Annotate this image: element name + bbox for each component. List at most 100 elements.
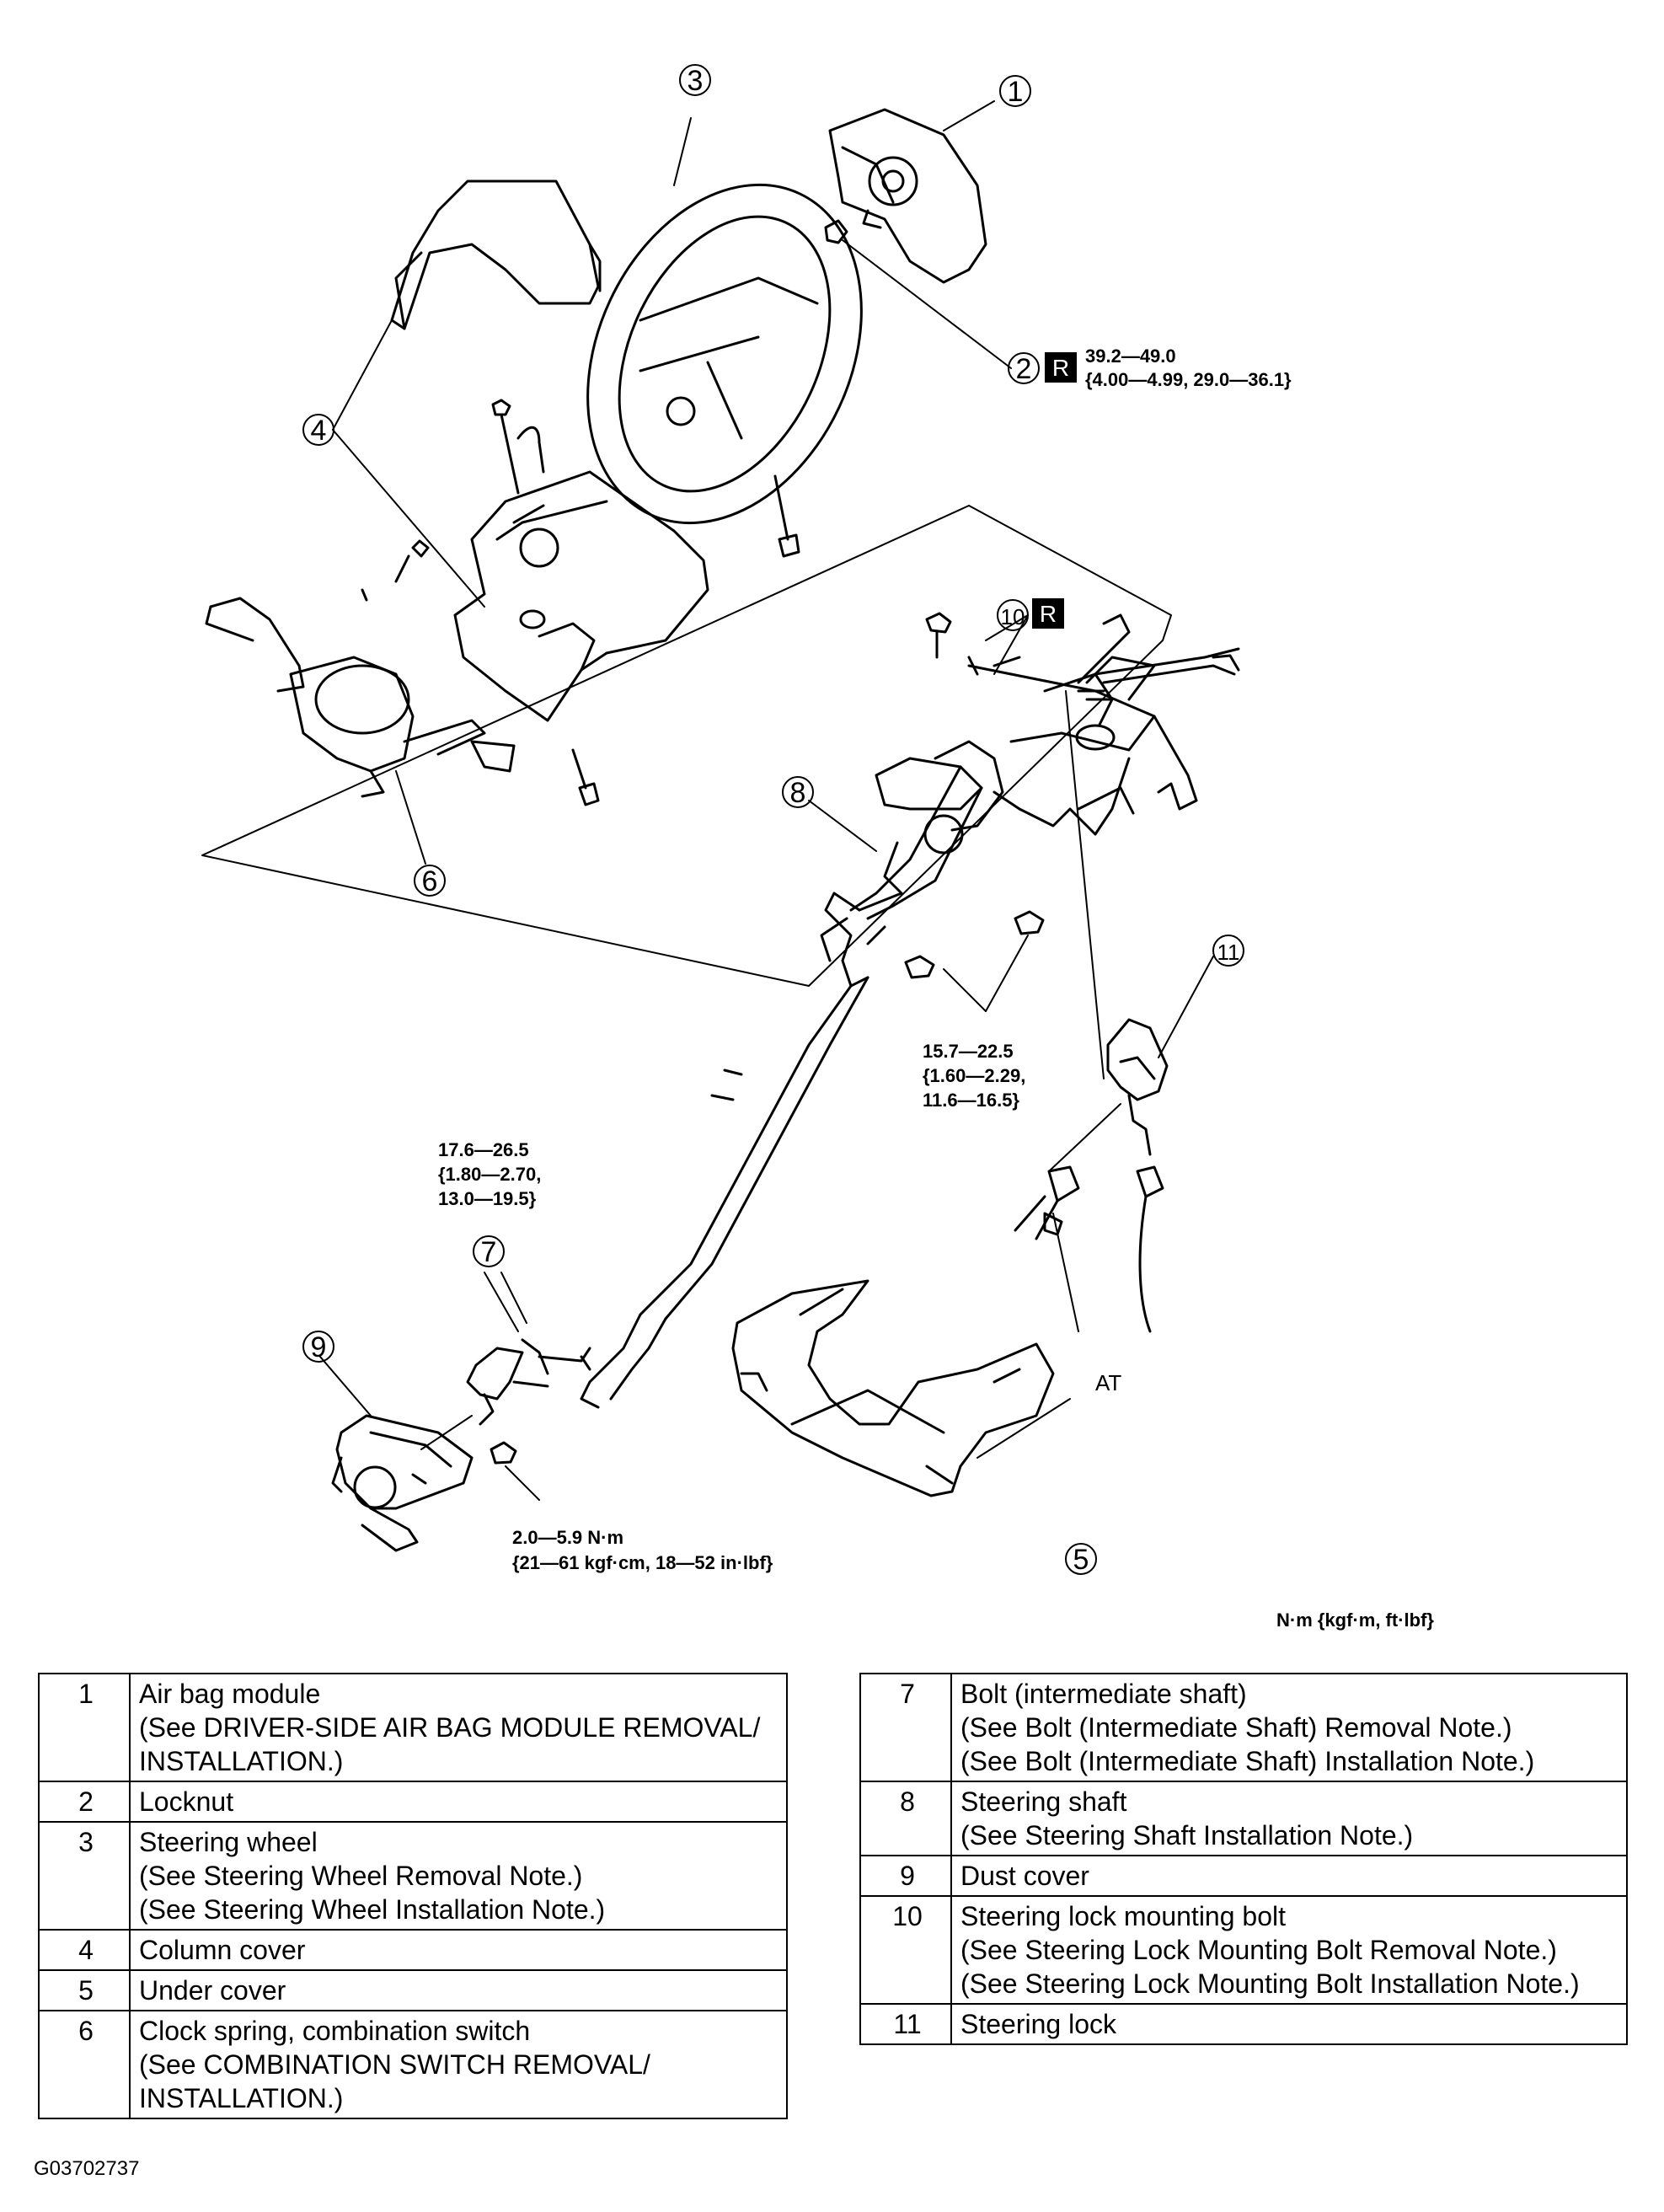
table-row: 2 Locknut — [38, 1781, 788, 1823]
svg-text:5: 5 — [1073, 1544, 1089, 1576]
description-line: Steering wheel — [139, 1827, 318, 1857]
part-description: Air bag module(See DRIVER-SIDE AIR BAG M… — [129, 1673, 788, 1782]
description-line: (See Steering Lock Mounting Bolt Install… — [960, 1968, 1580, 1999]
description-line: (See COMBINATION SWITCH REMOVAL/ — [139, 2049, 650, 2080]
part-description: Under cover — [129, 1969, 788, 2011]
part-number: 3 — [38, 1821, 131, 1931]
description-line: Steering lock mounting bolt — [960, 1901, 1286, 1931]
description-line: INSTALLATION.) — [139, 1746, 344, 1776]
part-number: 9 — [859, 1855, 952, 1897]
description-line: Under cover — [139, 1975, 286, 2006]
description-line: (See Steering Wheel Removal Note.) — [139, 1861, 583, 1891]
svg-text:{1.80—2.70,: {1.80—2.70, — [438, 1164, 541, 1185]
svg-text:2.0—5.9 N·m: 2.0—5.9 N·m — [512, 1527, 623, 1548]
steering-wheel — [586, 183, 863, 525]
bracket-nuts — [904, 910, 1045, 979]
exploded-diagram: 1 2 3 4 5 6 7 8 9 10 11 R R 39.2—49.0 {4… — [201, 64, 1434, 1631]
dust-cover-nut — [490, 1441, 517, 1465]
callout-6: 6 — [414, 865, 446, 897]
column-cover-lower — [453, 470, 709, 722]
svg-text:{21—61 kgf·cm, 18—52 in·lbf}: {21—61 kgf·cm, 18—52 in·lbf} — [512, 1552, 773, 1573]
subassembly-frame — [201, 505, 1172, 987]
callout-1: 1 — [999, 75, 1031, 108]
svg-text:6: 6 — [422, 865, 438, 897]
callout-8: 8 — [782, 776, 814, 809]
units-label: N·m {kgf·m, ft·lbf} — [1276, 1609, 1434, 1631]
table-row: 5 Under cover — [38, 1969, 788, 2011]
description-line: (See Steering Wheel Installation Note.) — [139, 1894, 606, 1925]
part-number: 11 — [859, 2003, 952, 2045]
svg-text:11.6—16.5}: 11.6—16.5} — [923, 1090, 1019, 1111]
description-line: Locknut — [139, 1786, 234, 1817]
callout-2: 2 — [1008, 352, 1040, 385]
callouts: 1 2 3 4 5 6 7 8 9 10 11 — [302, 64, 1244, 1576]
description-line: Air bag module — [139, 1679, 321, 1709]
part-number: 6 — [38, 2010, 131, 2119]
description-line: Column cover — [139, 1935, 306, 1965]
description-line: Steering lock — [960, 2009, 1116, 2039]
table-row: 3 Steering wheel (See Steering Wheel Remov… — [38, 1821, 788, 1931]
part-description: Column cover — [129, 1929, 788, 1971]
part-number: 5 — [38, 1969, 131, 2011]
intermediate-shaft — [466, 1313, 667, 1426]
figure-code: G03702737 — [34, 2157, 140, 2180]
svg-text:{4.00—4.99, 29.0—36.1}: {4.00—4.99, 29.0—36.1} — [1085, 369, 1292, 390]
svg-text:10: 10 — [1001, 604, 1025, 629]
description-line: (See Bolt (Intermediate Shaft) Removal N… — [960, 1712, 1512, 1743]
steering-lock-mounting-bolt — [925, 612, 952, 659]
under-cover — [731, 1279, 1055, 1497]
part-description: Locknut — [129, 1781, 788, 1823]
lower-cover-screw — [571, 748, 600, 806]
table-row: 11 Steering lock — [859, 2003, 1628, 2045]
r-badge-mounting-bolt: R — [1032, 598, 1064, 629]
svg-text:4: 4 — [311, 415, 327, 447]
part-description: Steering wheel (See Steering Wheel Remova… — [129, 1821, 788, 1931]
svg-text:R: R — [1040, 601, 1057, 627]
air-bag-module — [828, 108, 987, 284]
part-number: 7 — [859, 1673, 952, 1782]
part-number: 10 — [859, 1895, 952, 2005]
callout-3: 3 — [679, 64, 711, 97]
svg-text:11: 11 — [1217, 940, 1240, 965]
steering-shaft-assembly — [639, 613, 1240, 1320]
table-row: 10 Steering lock mounting bolt (See Steeri… — [859, 1895, 1628, 2005]
svg-text:17.6—26.5: 17.6—26.5 — [438, 1139, 529, 1160]
callout-7: 7 — [473, 1235, 505, 1268]
part-description: Clock spring, combination switch(See COM… — [129, 2010, 788, 2119]
svg-text:13.0—19.5}: 13.0—19.5} — [438, 1188, 537, 1209]
part-description: Steering lock — [950, 2003, 1628, 2045]
description-line: (See Steering Shaft Installation Note.) — [960, 1820, 1414, 1850]
column-cover-upper — [390, 179, 602, 330]
part-description: Dust cover — [950, 1855, 1628, 1897]
callout-4: 4 — [302, 414, 334, 447]
r-badge-locknut: R — [1045, 352, 1077, 383]
svg-text:7: 7 — [481, 1236, 497, 1268]
description-line: Clock spring, combination switch — [139, 2016, 531, 2046]
locknut — [824, 219, 1012, 369]
svg-text:2: 2 — [1016, 353, 1032, 385]
description-line: (See DRIVER-SIDE AIR BAG MODULE REMOVAL/ — [139, 1712, 761, 1743]
part-number: 1 — [38, 1673, 131, 1782]
description-line: Bolt (intermediate shaft) — [960, 1679, 1247, 1709]
svg-text:1: 1 — [1008, 76, 1024, 108]
callout-5: 5 — [1065, 1543, 1097, 1576]
part-description: Bolt (intermediate shaft)(See Bolt (Inte… — [950, 1673, 1628, 1782]
description-line: (See Bolt (Intermediate Shaft) Installat… — [960, 1746, 1535, 1776]
at-label: AT — [1095, 1370, 1121, 1395]
svg-text:15.7—22.5: 15.7—22.5 — [923, 1041, 1014, 1062]
callout-10: 10 — [997, 599, 1029, 631]
torque-locknut: 39.2—49.0 {4.00—4.99, 29.0—36.1} — [1085, 345, 1292, 390]
part-number: 2 — [38, 1781, 131, 1823]
torque-bracket-nuts: 15.7—22.5 {1.60—2.29, 11.6—16.5} — [923, 1041, 1025, 1111]
cover-screw — [491, 399, 545, 495]
svg-text:39.2—49.0: 39.2—49.0 — [1085, 345, 1176, 367]
callout-9: 9 — [302, 1331, 334, 1363]
description-line: Steering shaft — [960, 1786, 1127, 1817]
